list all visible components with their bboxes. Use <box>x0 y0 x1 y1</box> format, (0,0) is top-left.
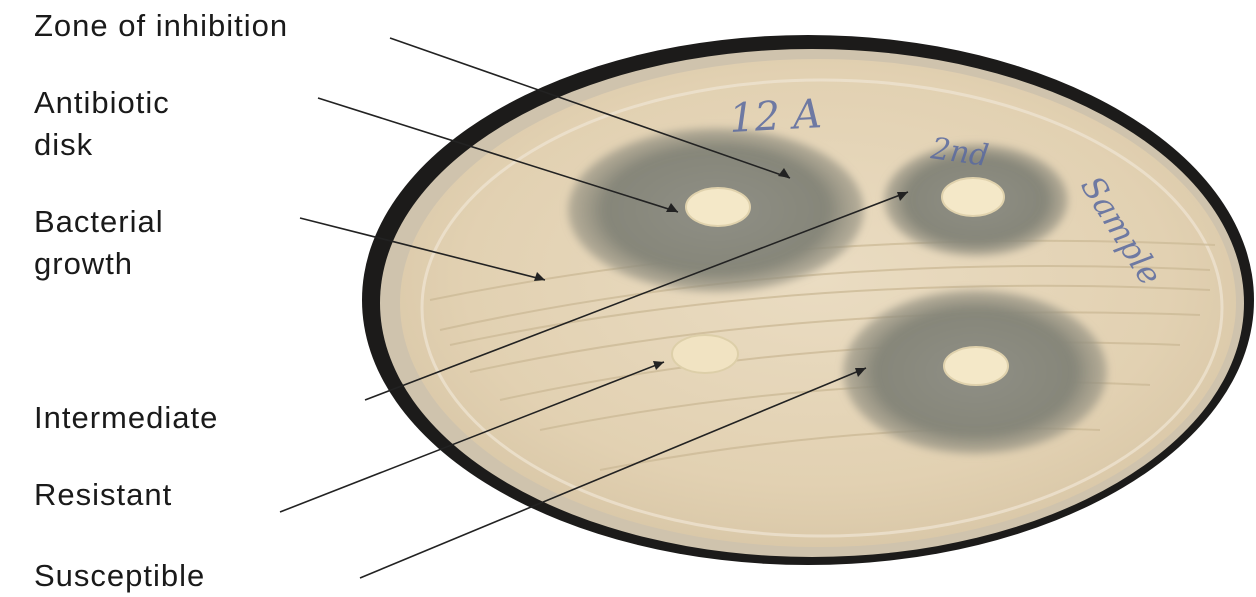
label-bacterial-growth-line1: Bacterial <box>34 204 164 239</box>
antibiotic-disk-top-left <box>686 188 750 226</box>
label-susceptible: Susceptible <box>34 558 205 593</box>
label-intermediate: Intermediate <box>34 400 218 435</box>
petri-dish: 12 A 2nd Sample <box>362 35 1254 565</box>
label-antibiotic-disk-line2: disk <box>34 127 93 162</box>
label-resistant: Resistant <box>34 477 172 512</box>
label-zone-of-inhibition: Zone of inhibition <box>34 8 288 43</box>
label-bacterial-growth-line2: growth <box>34 246 133 281</box>
antibiotic-disk-resistant <box>672 335 738 373</box>
antibiotic-disk-bottom-right <box>944 347 1008 385</box>
label-antibiotic-disk-line1: Antibiotic <box>34 85 170 120</box>
labels: Zone of inhibition Antibiotic disk Bacte… <box>34 8 288 593</box>
plate-handwriting-top: 12 A <box>728 91 823 142</box>
antibiotic-disk-top-right <box>942 178 1004 216</box>
